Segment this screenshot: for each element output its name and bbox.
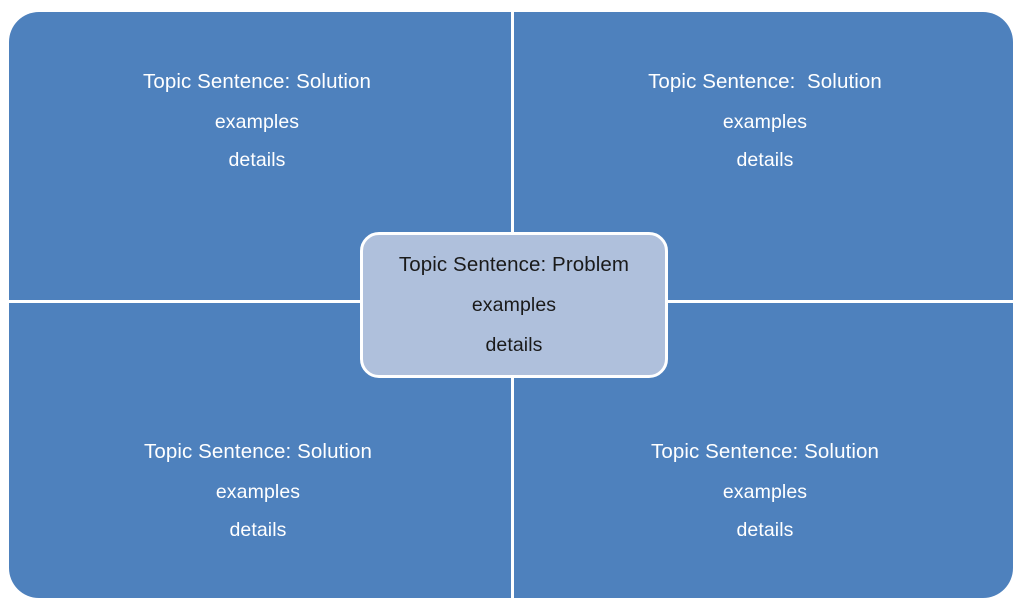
center-box-title: Topic Sentence: Problem (398, 252, 630, 276)
quadrant-bottom-left-title: Topic Sentence: Solution (143, 440, 373, 463)
quadrant-bottom-left-details: details (229, 519, 287, 541)
quadrant-top-right: Topic Sentence: Solution examples detail… (565, 70, 965, 171)
quadrant-top-left-details: details (228, 149, 286, 171)
quadrant-bottom-left: Topic Sentence: Solution examples detail… (58, 440, 458, 541)
quadrant-bottom-right: Topic Sentence: Solution examples detail… (565, 440, 965, 541)
quadrant-bottom-right-details: details (736, 519, 794, 541)
quadrant-top-right-details: details (736, 149, 794, 171)
quadrant-bottom-left-examples: examples (215, 480, 301, 503)
quadrant-bottom-right-title: Topic Sentence: Solution (650, 440, 880, 463)
quadrant-top-right-examples: examples (722, 110, 808, 133)
quadrant-top-right-title: Topic Sentence: Solution (648, 70, 882, 93)
quadrant-top-left-examples: examples (214, 110, 300, 133)
center-problem-box: Topic Sentence: Problem examples details (360, 232, 668, 378)
quadrant-top-left: Topic Sentence: Solution examples detail… (57, 70, 457, 171)
quadrant-bottom-right-examples: examples (722, 480, 808, 503)
center-box-examples: examples (471, 294, 557, 317)
center-box-details: details (485, 333, 543, 356)
quadrant-top-left-title: Topic Sentence: Solution (142, 70, 372, 93)
